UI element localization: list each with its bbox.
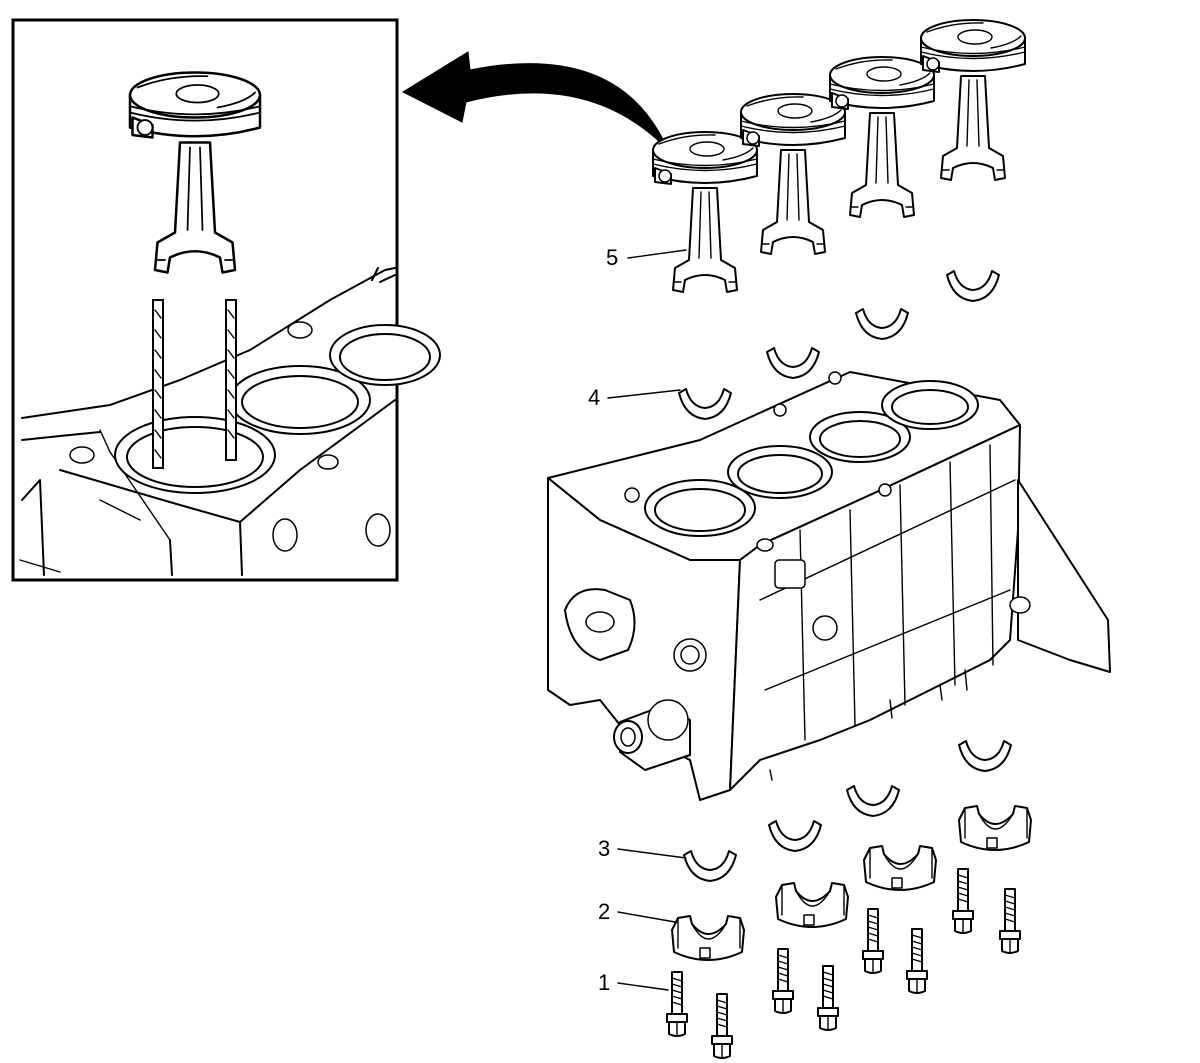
engine-block (547, 371, 1111, 801)
callout-1: 1 (598, 970, 610, 995)
detail-inset (11, 18, 441, 582)
bearing-caps (671, 805, 1032, 961)
callout-5: 5 (606, 245, 618, 270)
callout-2: 2 (598, 899, 610, 924)
curved-arrow-icon (401, 51, 669, 151)
callout-4: 4 (588, 385, 600, 410)
piston-row (652, 19, 1026, 293)
callout-3: 3 (598, 836, 610, 861)
callout-leaders (607, 249, 687, 991)
